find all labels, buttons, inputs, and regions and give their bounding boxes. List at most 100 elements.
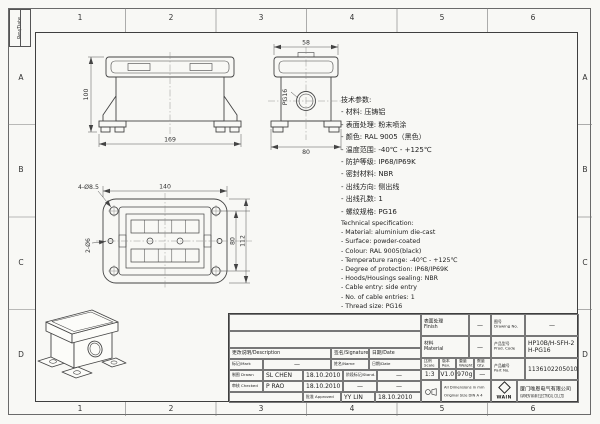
- spec-line: - Material: aluminium die-cast: [341, 229, 436, 237]
- signature-header: 签名/Signature: [334, 350, 369, 356]
- change-empty-row: [229, 331, 421, 348]
- stand-header: 阶段标记/Stand.: [346, 372, 376, 378]
- part-no-value: 1136102205010: [525, 358, 579, 380]
- spec-line: - 温度范围: -40℃ - +125℃: [341, 145, 432, 154]
- grid-col-label: 4: [349, 13, 355, 22]
- drawn-name: SL CHEN: [263, 370, 303, 381]
- dimension-notes: All Dimensions in mm Original Size DIN A…: [441, 380, 491, 403]
- grid-row-label: B: [18, 165, 24, 174]
- revision-strip: Rev/Date: [9, 9, 31, 47]
- mark-header: 标记/Mark: [232, 361, 251, 367]
- spec-line: - Thread size: PG16: [341, 302, 403, 310]
- date-header: 日期/Date: [372, 361, 391, 367]
- rev-value: V1.0: [438, 369, 456, 380]
- checked-label: 审核 Checked: [232, 383, 258, 389]
- company-logo: WAIN: [491, 380, 517, 403]
- description-header: 更改说明/Description: [232, 350, 281, 356]
- spec-line: - Surface: powder-coated: [341, 238, 421, 246]
- grid-col-label: 1: [77, 13, 83, 22]
- note-corner-holes: 4-Ø8.5: [78, 183, 99, 191]
- dim-front-height: 100: [83, 89, 90, 101]
- drawing-no-value: —: [525, 314, 579, 336]
- grid-col-label: 6: [530, 404, 536, 413]
- spec-line: - Colour: RAL 9005(black): [341, 247, 422, 255]
- tech-specs-en-title: Technical specification:: [341, 220, 414, 227]
- grid-col-label: 3: [258, 404, 264, 413]
- spec-line: - 螺纹规格: PG16: [341, 207, 397, 216]
- sheet-outer-border: [8, 8, 591, 415]
- note-line: All Dimensions in mm: [444, 385, 485, 390]
- approved-date: 18.10.2010: [375, 392, 421, 403]
- company-name-cn: 厦门唯恩电气有限公司: [520, 385, 572, 392]
- qty-value: —: [473, 369, 491, 380]
- company-name-en: XIAMEN WAIN ELECTRICAL CO.,LTD: [520, 393, 565, 399]
- grid-col-label: 5: [439, 13, 445, 22]
- dim-top-holes-vertical: 80: [230, 237, 237, 245]
- tech-specs-cn: 技术参数: - 材料: 压铸铝 - 表面处理: 粉末喷涂 - 颜色: RAL 9…: [341, 94, 432, 218]
- scale-value: 1:3: [421, 369, 439, 380]
- wain-logo-text: WAIN: [496, 394, 512, 400]
- grid-row-label: A: [18, 73, 24, 82]
- projection-symbol: [421, 380, 441, 403]
- spec-line: - 出线方向: 侧出线: [341, 182, 400, 191]
- grid-col-label: 6: [530, 13, 536, 22]
- checked-name: P RAO: [263, 381, 303, 392]
- tech-specs-en: Technical specification: - Material: alu…: [341, 219, 458, 311]
- title-block: 更改说明/Description 签名/Signature 日期/Date 标记…: [228, 313, 579, 403]
- company-name: 厦门唯恩电气有限公司 XIAMEN WAIN ELECTRICAL CO.,LT…: [517, 380, 579, 403]
- spec-line: - Cable entry: side entry: [341, 284, 418, 292]
- grid-col-label: 4: [349, 404, 355, 413]
- iso-view: [37, 309, 127, 379]
- dimension-labels: 169 100 58 80 PG16 140 4-Ø8.5 2-Ø6 80 11…: [78, 40, 310, 254]
- grid-row-label: D: [582, 350, 588, 359]
- spec-line: - Hoods/Housings sealing: NBR: [341, 275, 439, 283]
- dim-side-top: 58: [302, 40, 310, 47]
- grid-col-label: 2: [168, 404, 174, 413]
- grid-ticks: [8, 8, 592, 416]
- approved-name: YY LIN: [341, 392, 375, 403]
- drawn-label: 制图 Drawn: [232, 372, 254, 378]
- spec-line: - 防护等级: IP68/IP69K: [341, 158, 416, 167]
- grid-col-label: 5: [439, 404, 445, 413]
- checked-date: 18.10.2010: [303, 381, 343, 392]
- grid-col-label: 3: [258, 13, 264, 22]
- finish-value: —: [469, 314, 491, 336]
- drawn-date: 18.10.2010: [303, 370, 343, 381]
- grid-row-label: D: [18, 350, 24, 359]
- date-header: 日期/Date: [372, 350, 395, 356]
- change-empty-cell: [229, 392, 303, 403]
- spec-line: - No. of cable entries: 1: [341, 293, 415, 301]
- change-cell: —: [343, 381, 377, 392]
- material-value: —: [469, 336, 491, 358]
- spec-line: - Degree of protection: IP68/IP69K: [341, 266, 449, 274]
- grid-row-label: C: [18, 258, 24, 267]
- dim-front-width: 169: [164, 137, 176, 144]
- spec-line: - Temperature range: -40℃ - +125℃: [341, 256, 458, 264]
- name-header: 姓名/Name: [334, 361, 355, 367]
- spec-line: - 材料: 压铸铝: [341, 108, 386, 117]
- dim-top-width: 140: [159, 184, 171, 191]
- grid-row-label: A: [582, 73, 588, 82]
- weight-value: 970g: [456, 369, 474, 380]
- note-line: Original Size DIN A 4: [444, 392, 483, 398]
- spec-line: - 出线孔数: 1: [341, 195, 383, 204]
- spec-line: - 颜色: RAL 9005（黑色）: [341, 133, 426, 142]
- dim-side-bottom: 80: [302, 149, 310, 156]
- center-lines: [96, 47, 344, 289]
- dim-top-outer-vertical: 112: [240, 235, 247, 247]
- approved-label: 批准 Approved: [306, 394, 334, 400]
- note-side-holes: 2-Ø6: [84, 238, 92, 253]
- change-cell: —: [377, 381, 421, 392]
- dimension-lines: [88, 44, 342, 284]
- thread-label: PG16: [282, 89, 289, 105]
